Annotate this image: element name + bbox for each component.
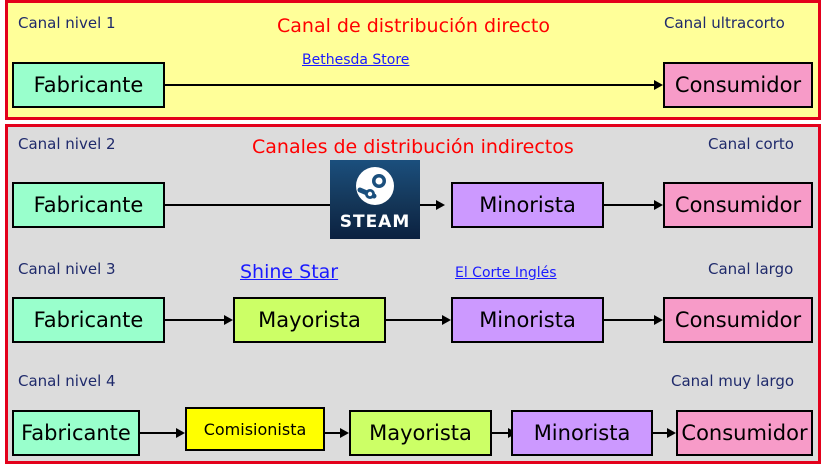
arrow-line [165, 204, 437, 206]
level-3-label: Canal nivel 3 [18, 260, 116, 278]
arrow-head-icon [436, 200, 445, 210]
direct-channel-title: Canal de distribución directo [277, 15, 550, 37]
arrow-line [165, 319, 225, 321]
arrow-line [604, 319, 655, 321]
steam-logo-icon[interactable]: STEAM [330, 160, 420, 239]
shine-star-link[interactable]: Shine Star [240, 261, 339, 283]
arrow-line [165, 84, 655, 86]
box-fabricante: Fabricante [12, 297, 165, 343]
el-corte-ingles-link[interactable]: El Corte Inglés [455, 265, 557, 281]
indirect-channels-title: Canales de distribución indirectos [252, 136, 574, 158]
box-minorista: Minorista [511, 410, 653, 456]
arrow-line [604, 204, 655, 206]
box-consumidor: Consumidor [663, 62, 813, 108]
box-minorista: Minorista [451, 297, 604, 343]
arrow-line [492, 432, 509, 434]
arrow-line [140, 432, 177, 434]
arrow-line [325, 432, 341, 434]
box-consumidor: Consumidor [676, 410, 813, 456]
level-1-label: Canal nivel 1 [18, 14, 116, 32]
arrow-head-icon [654, 200, 663, 210]
arrow-head-icon [442, 315, 451, 325]
arrow-head-icon [340, 428, 349, 438]
steam-logo-text: STEAM [339, 212, 411, 232]
arrow-line [386, 319, 443, 321]
level-2-label: Canal nivel 2 [18, 135, 116, 153]
box-fabricante: Fabricante [12, 62, 165, 108]
channel-kind-largo: Canal largo [708, 260, 794, 278]
arrow-line [653, 432, 668, 434]
level-4-label: Canal nivel 4 [18, 372, 116, 390]
arrow-head-icon [654, 80, 663, 90]
box-minorista: Minorista [451, 182, 604, 228]
steam-emblem-icon [356, 167, 394, 205]
box-fabricante: Fabricante [12, 410, 140, 456]
arrow-head-icon [654, 315, 663, 325]
box-mayorista: Mayorista [233, 297, 386, 343]
channel-kind-muy-largo: Canal muy largo [671, 372, 795, 390]
box-consumidor: Consumidor [663, 297, 813, 343]
box-mayorista: Mayorista [349, 410, 492, 456]
bethesda-store-link[interactable]: Bethesda Store [302, 52, 410, 68]
channel-kind-ultracorto: Canal ultracorto [664, 14, 785, 32]
box-consumidor: Consumidor [663, 182, 813, 228]
channel-kind-corto: Canal corto [708, 135, 794, 153]
arrow-head-icon [176, 428, 185, 438]
arrow-head-icon [667, 428, 676, 438]
arrow-head-icon [224, 315, 233, 325]
box-comisionista: Comisionista [185, 407, 325, 451]
box-fabricante: Fabricante [12, 182, 165, 228]
